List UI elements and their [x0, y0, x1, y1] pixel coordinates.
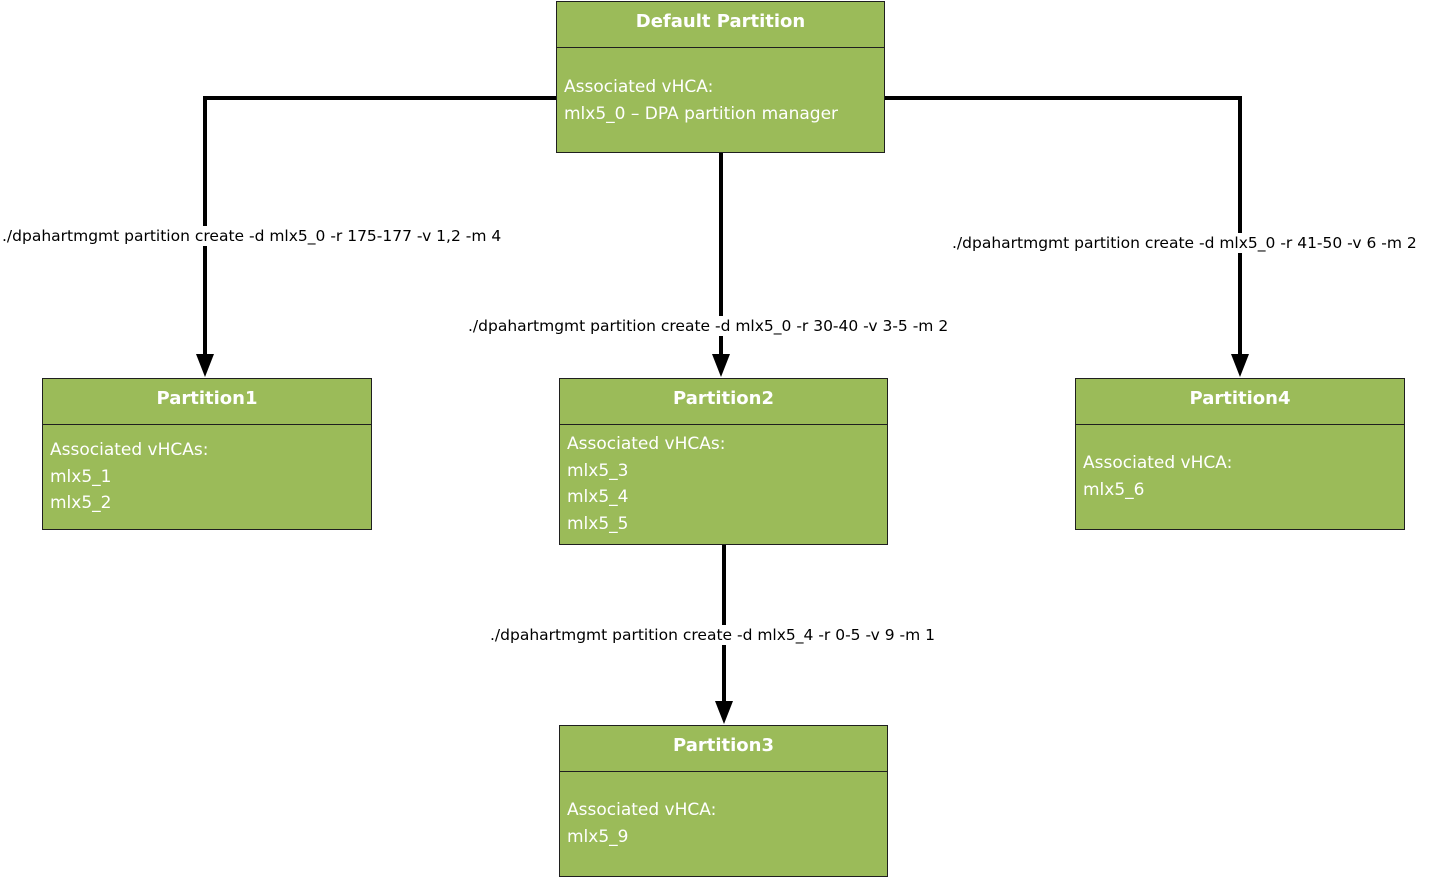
node-title: Partition2: [560, 379, 887, 425]
node-line: Associated vHCAs:: [50, 440, 209, 460]
connector-default-to-partition4: [885, 96, 1242, 356]
node-line: mlx5_4: [567, 487, 629, 507]
node-body: Associated vHCA: mlx5_0 – DPA partition …: [557, 48, 884, 127]
node-partition3: Partition3 Associated vHCA: mlx5_9: [559, 725, 888, 877]
node-line: Associated vHCAs:: [567, 434, 726, 454]
node-title: Partition1: [43, 379, 371, 425]
connector-default-to-partition1: [203, 96, 556, 356]
node-partition2: Partition2 Associated vHCAs: mlx5_3 mlx5…: [559, 378, 888, 545]
node-line: mlx5_6: [1083, 479, 1145, 500]
node-partition1: Partition1 Associated vHCAs: mlx5_1 mlx5…: [42, 378, 372, 530]
node-line: mlx5_5: [567, 513, 629, 534]
node-line: Associated vHCA:: [564, 77, 714, 97]
node-line: mlx5_1: [50, 466, 112, 487]
node-line: mlx5_0 – DPA partition manager: [564, 103, 839, 124]
arrowhead-partition3: [715, 701, 733, 724]
arrowhead-partition1: [196, 354, 214, 377]
arrowhead-partition2: [712, 354, 730, 377]
edge-label-partition3: ./dpahartmgmt partition create -d mlx5_4…: [488, 625, 937, 645]
arrowhead-partition4: [1231, 354, 1249, 377]
node-line: mlx5_3: [567, 460, 629, 481]
node-line: mlx5_9: [567, 826, 629, 847]
node-line: Associated vHCA:: [1083, 453, 1233, 473]
node-line: Associated vHCA:: [567, 800, 717, 820]
node-title: Partition4: [1076, 379, 1404, 425]
edge-label-partition4: ./dpahartmgmt partition create -d mlx5_0…: [950, 233, 1419, 253]
node-partition4: Partition4 Associated vHCA: mlx5_6: [1075, 378, 1405, 530]
node-line: mlx5_2: [50, 493, 112, 513]
node-title: Default Partition: [557, 2, 884, 48]
edge-label-partition2: ./dpahartmgmt partition create -d mlx5_0…: [466, 316, 951, 336]
node-body: Associated vHCAs: mlx5_1 mlx5_2: [43, 425, 371, 517]
node-body: Associated vHCA: mlx5_9: [560, 772, 887, 850]
node-title: Partition3: [560, 726, 887, 772]
edge-label-partition1: ./dpahartmgmt partition create -d mlx5_0…: [0, 226, 504, 246]
node-default-partition: Default Partition Associated vHCA: mlx5_…: [556, 1, 885, 153]
node-body: Associated vHCA: mlx5_6: [1076, 425, 1404, 503]
node-body: Associated vHCAs: mlx5_3 mlx5_4 mlx5_5: [560, 425, 887, 537]
